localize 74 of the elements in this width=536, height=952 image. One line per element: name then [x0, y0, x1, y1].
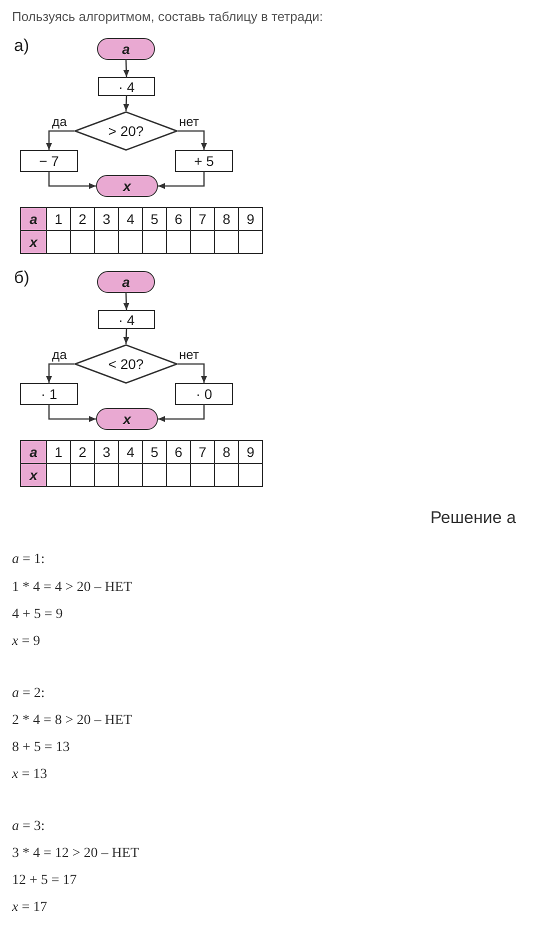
node-text: − 7: [39, 153, 59, 169]
terminal-shape: [96, 408, 158, 430]
table-cell: 3: [94, 440, 118, 464]
node-text: · 1: [40, 386, 58, 402]
solution-line: 12 + 5 = 17: [12, 873, 77, 889]
solution-line: x = 17: [12, 900, 48, 916]
table-cell: 1: [46, 208, 70, 230]
solution-line: a = 1:: [12, 552, 45, 568]
table-cell: 8: [214, 440, 238, 464]
process-box: [175, 150, 233, 172]
solution-line: 1 * 4 = 4 > 20 – НЕТ: [12, 580, 132, 596]
solution-line: 2 * 4 = 8 > 20 – НЕТ: [12, 713, 132, 729]
node-text: < 20?: [108, 356, 144, 372]
node-text: x: [123, 178, 131, 194]
table-cell: 2: [70, 440, 94, 464]
solution-line: 8 + 5 = 13: [12, 740, 70, 756]
table-cell: 2: [70, 208, 94, 230]
solution-line: 3 * 4 = 12 > 20 – НЕТ: [12, 846, 140, 862]
node-text: > 20?: [108, 123, 144, 139]
process-box: [98, 310, 155, 329]
arrow: [123, 292, 130, 310]
header-cell: a: [20, 208, 46, 230]
node-text: · 4: [118, 78, 135, 94]
header-cell: a: [20, 440, 46, 464]
solution-line: x = 13: [12, 767, 48, 783]
arrow: [48, 172, 96, 189]
table-cell: 6: [166, 440, 190, 464]
process-box: [20, 150, 78, 172]
terminal-shape: [97, 38, 155, 60]
arrow: [123, 60, 130, 78]
solution-line: a = 2:: [12, 686, 45, 702]
solution-line: x = 9: [12, 634, 40, 650]
table-cell: 5: [142, 440, 166, 464]
arrow: [123, 328, 130, 344]
arrow: [178, 130, 207, 150]
table-cell: 6: [166, 208, 190, 230]
node-text: + 5: [194, 153, 214, 169]
node-text: a: [122, 274, 130, 290]
table-cell: 9: [238, 440, 262, 464]
table-cell: 4: [118, 208, 142, 230]
part-label: а): [14, 36, 30, 56]
node-text: · 0: [196, 386, 212, 402]
table-cell: 3: [94, 208, 118, 230]
node-text: · 4: [118, 312, 135, 328]
node-text: a: [122, 41, 130, 57]
table-cell: 7: [190, 440, 214, 464]
process-box: [175, 383, 233, 405]
arrow: [158, 172, 205, 189]
table-cell: 4: [118, 440, 142, 464]
process-box: [20, 383, 78, 405]
arrow: [48, 405, 96, 422]
header-cell: x: [20, 464, 46, 486]
arrow: [158, 405, 205, 422]
arrow: [46, 130, 74, 150]
table-cell: 7: [190, 208, 214, 230]
arrow: [46, 363, 74, 383]
terminal-shape: [96, 175, 158, 197]
table-cell: 8: [214, 208, 238, 230]
solution-line: 4 + 5 = 9: [12, 607, 63, 623]
solution-heading: Решение а: [430, 508, 516, 528]
decision-diamond: [74, 111, 178, 151]
arrow: [123, 96, 130, 112]
part-label: б): [14, 268, 30, 288]
terminal-shape: [97, 271, 155, 293]
process-box: [98, 77, 155, 96]
decision-diamond: [74, 344, 178, 384]
table-cell: 9: [238, 208, 262, 230]
header-cell: x: [20, 230, 46, 254]
instruction-text: Пользуясь алгоритмом, составь таблицу в тетради:: [12, 9, 324, 24]
table-cell: 5: [142, 208, 166, 230]
solution-line: a = 3:: [12, 819, 45, 835]
node-text: x: [123, 411, 131, 427]
arrow: [178, 363, 207, 383]
table-cell: 1: [46, 440, 70, 464]
